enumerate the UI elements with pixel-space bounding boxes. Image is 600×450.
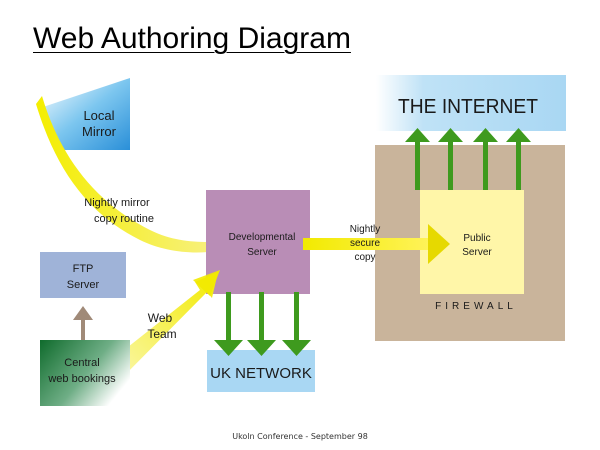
ftp-server-line2: Server — [67, 279, 100, 291]
internet-label: THE INTERNET — [398, 96, 538, 118]
mirror-copy-arrow — [36, 96, 208, 253]
slide-footer: Ukoln Conference - September 98 — [232, 432, 368, 441]
web-team-arrow — [104, 272, 218, 382]
secure-copy-arrow-shaft — [303, 238, 431, 250]
central-bookings-line1: Central — [64, 357, 99, 369]
public-server-line2: Server — [462, 247, 492, 258]
network-arrow-3 — [282, 292, 311, 356]
network-arrow-1 — [214, 292, 243, 356]
ftp-arrow-head — [73, 306, 93, 320]
local-mirror-line1: Local — [83, 108, 114, 123]
web-team-line1: Web — [148, 311, 173, 325]
internet-arrow-3 — [473, 128, 498, 190]
web-team-line2: Team — [147, 327, 176, 341]
developmental-server-line2: Server — [247, 247, 277, 258]
secure-copy-line1: Nightly — [350, 224, 381, 235]
mirror-copy-line2: copy routine — [94, 213, 154, 225]
web-team-arrowhead — [193, 270, 220, 296]
local-mirror-box — [40, 78, 130, 150]
slide-title: Web Authoring Diagram — [33, 22, 351, 55]
central-bookings-line2: web bookings — [47, 373, 116, 385]
mirror-copy-line1: Nightly mirror — [84, 197, 150, 209]
uk-network-box — [207, 350, 315, 392]
firewall-label: FIREWALL — [435, 301, 517, 312]
ftp-arrow-shaft — [81, 318, 85, 340]
public-to-internet-arrows — [405, 128, 531, 190]
secure-copy-line3: copy — [354, 252, 375, 263]
internet-cloud — [376, 75, 566, 131]
network-arrow-2 — [247, 292, 276, 356]
central-bookings-box — [40, 340, 130, 406]
secure-copy-line2: secure — [350, 238, 380, 249]
uk-network-label: UK NETWORK — [210, 365, 312, 382]
local-mirror-line2: Mirror — [82, 124, 117, 139]
developmental-server-line1: Developmental — [229, 232, 296, 243]
ftp-server-line1: FTP — [73, 263, 94, 275]
internet-arrow-4 — [506, 128, 531, 190]
ftp-server-box — [40, 252, 126, 298]
dev-to-network-arrows — [214, 292, 311, 356]
developmental-server-box — [206, 190, 310, 294]
internet-arrow-2 — [438, 128, 463, 190]
internet-arrow-1 — [405, 128, 430, 190]
secure-copy-arrowhead — [428, 224, 450, 264]
public-server-line1: Public — [463, 233, 490, 244]
